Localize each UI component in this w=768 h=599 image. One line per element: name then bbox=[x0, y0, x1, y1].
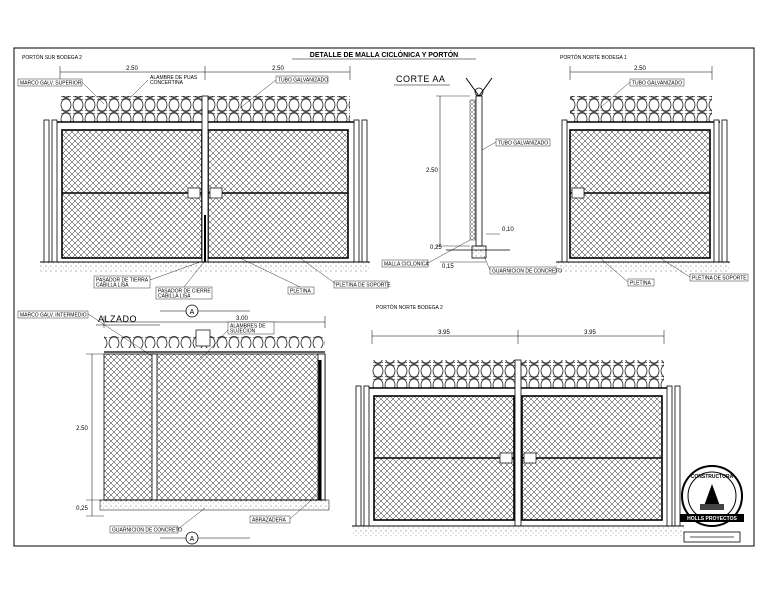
view-porton-norte-1: PORTÓN NORTE BODEGA 1 2.50 TUBO GALVANIZ… bbox=[556, 54, 749, 287]
dim-norte1-width: 2.50 bbox=[634, 66, 646, 72]
label-pletina-norte1: PLETINA bbox=[630, 281, 652, 287]
gate-leaf-norte1 bbox=[569, 129, 711, 259]
dim-corte-height: 2.50 bbox=[426, 168, 438, 174]
dim-alzado-width: 3.00 bbox=[236, 316, 248, 322]
alzado-title: ALZADO bbox=[98, 314, 137, 324]
label-guarnicion-corte: GUARNICION DE CONCRETO bbox=[492, 269, 562, 275]
dim-corte-base-height: 0,25 bbox=[430, 245, 442, 251]
dim-norte2-right: 3.95 bbox=[584, 330, 596, 336]
gate-leaf-sur-right bbox=[207, 129, 349, 259]
section-marker-bottom bbox=[185, 531, 199, 545]
label-pletina-soporte-sur: PLETINA DE SOPORTE bbox=[336, 283, 391, 289]
view-title-norte2: PORTÓN NORTE BODEGA 2 bbox=[376, 304, 443, 311]
label-malla-corte: MALLA CICLONICA bbox=[384, 262, 429, 268]
dim-corte-bottom: 0,15 bbox=[442, 264, 454, 270]
view-title-norte1: PORTÓN NORTE BODEGA 1 bbox=[560, 54, 627, 61]
view-title-sur: PORTÓN SUR BODEGA 2 bbox=[22, 54, 82, 61]
alzado-top-wire bbox=[104, 336, 325, 348]
sheet-border bbox=[13, 47, 755, 547]
company-seal: CONSTRUCTORA HOLLS PROYECTOS bbox=[680, 465, 744, 543]
view-alzado: MARCO GALV. INTERMEDIO ALZADO A 3.00 2.5… bbox=[17, 304, 330, 545]
label-marco-superior: MARCO GALV. SUPERIOR bbox=[20, 81, 82, 87]
dim-norte2-left: 3.95 bbox=[438, 330, 450, 336]
view-porton-sur: PORTÓN SUR BODEGA 2 2.50 2.50 MARCO GALV… bbox=[17, 54, 391, 300]
seal-lower-text: HOLLS PROYECTOS bbox=[687, 516, 737, 522]
label-marco-intermedio: MARCO GALV. INTERMEDIO bbox=[20, 313, 87, 319]
dim-alzado-height: 2.50 bbox=[76, 426, 88, 432]
label-tubo-norte1: TUBO GALVANIZADO bbox=[632, 81, 682, 87]
gate-leaf-sur-left bbox=[61, 129, 203, 259]
dim-sur-left: 2.50 bbox=[126, 66, 138, 72]
alzado-mesh bbox=[103, 353, 326, 501]
label-guarnicion-alzado: GUARNICION DE CONCRETO bbox=[112, 528, 182, 534]
dim-alzado-base: 0,25 bbox=[76, 506, 88, 512]
corte-mesh bbox=[469, 99, 476, 241]
view-porton-norte-2: PORTÓN NORTE BODEGA 2 3.95 3.95 bbox=[352, 304, 684, 536]
dim-sur-right: 2.50 bbox=[272, 66, 284, 72]
section-marker-top-label: A bbox=[190, 309, 195, 316]
dim-corte-base-width: 0,10 bbox=[502, 227, 514, 233]
section-marker-top bbox=[185, 304, 199, 318]
label-pletina-soporte-norte1: PLETINA DE SOPORTE bbox=[692, 276, 747, 282]
seal-text: CONSTRUCTORA bbox=[691, 474, 734, 480]
concertina-wire-norte1 bbox=[570, 96, 712, 122]
label-abrazadera: ABRAZADERA bbox=[252, 518, 287, 524]
seal-building-icon bbox=[704, 484, 720, 506]
label-tubo-sur: TUBO GALVANIZADO bbox=[278, 78, 328, 84]
sheet-title: DETALLE DE MALLA CICLÓNICA Y PORTÓN bbox=[310, 50, 458, 59]
label-tubo-corte: TUBO GALVANIZADO bbox=[498, 141, 548, 147]
corte-title: CORTE AA bbox=[396, 74, 445, 84]
section-marker-bottom-label: A bbox=[190, 536, 195, 543]
label-pletina-sur: PLETINA bbox=[290, 289, 312, 295]
view-corte-aa: CORTE AA 2.50 0,10 0,25 0,15 TUBO GALVAN… bbox=[381, 74, 562, 275]
